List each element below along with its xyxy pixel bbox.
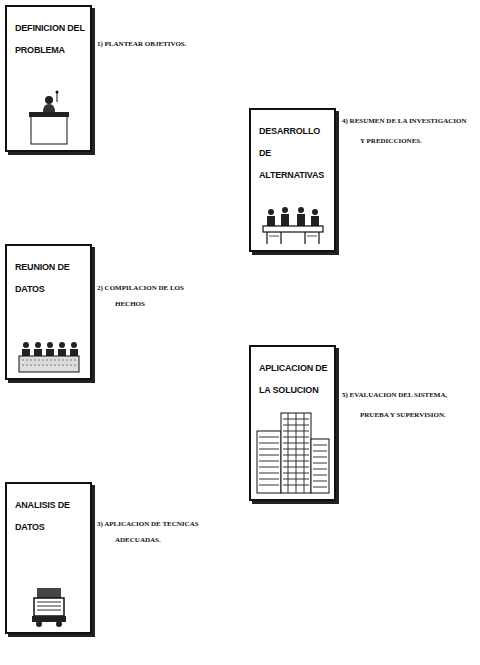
process-box: DEFINICION DEL PROBLEMA: [5, 5, 92, 152]
process-box: REUNION DE DATOS: [5, 244, 92, 380]
machine-illustration: [31, 586, 67, 628]
team-illustration: [261, 206, 325, 246]
process-box: APLICACION DE LA SOLUCION: [249, 345, 336, 501]
box-title: REUNION DE DATOS: [15, 256, 85, 300]
box-title: APLICACION DE LA SOLUCION: [259, 357, 329, 401]
box-title: ANALISIS DE DATOS: [15, 494, 85, 538]
step-description: 2) COMPILACION DE LOS HECHOS: [97, 280, 210, 312]
step-description: 4) RESUMEN DE LA INVESTIGACION Y PREDICC…: [342, 111, 472, 151]
process-box: ANALISIS DE DATOS: [5, 482, 92, 634]
meeting-illustration: [18, 340, 80, 374]
step-description: 3) APLICACION DE TECNICAS ADECUADAS.: [97, 516, 210, 548]
buildings-illustration: [255, 409, 331, 495]
step-description: 5) EVALUACION DEL SISTEMA, PRUEBA Y SUPE…: [342, 385, 472, 425]
box-title: DESARROLLO DE ALTERNATIVAS: [259, 120, 329, 186]
speaker-illustration: [27, 90, 71, 146]
step-description: 1) PLANTEAR OBJETIVOS.: [97, 36, 215, 52]
box-title: DEFINICION DEL PROBLEMA: [15, 17, 85, 61]
process-box: DESARROLLO DE ALTERNATIVAS: [249, 108, 336, 252]
